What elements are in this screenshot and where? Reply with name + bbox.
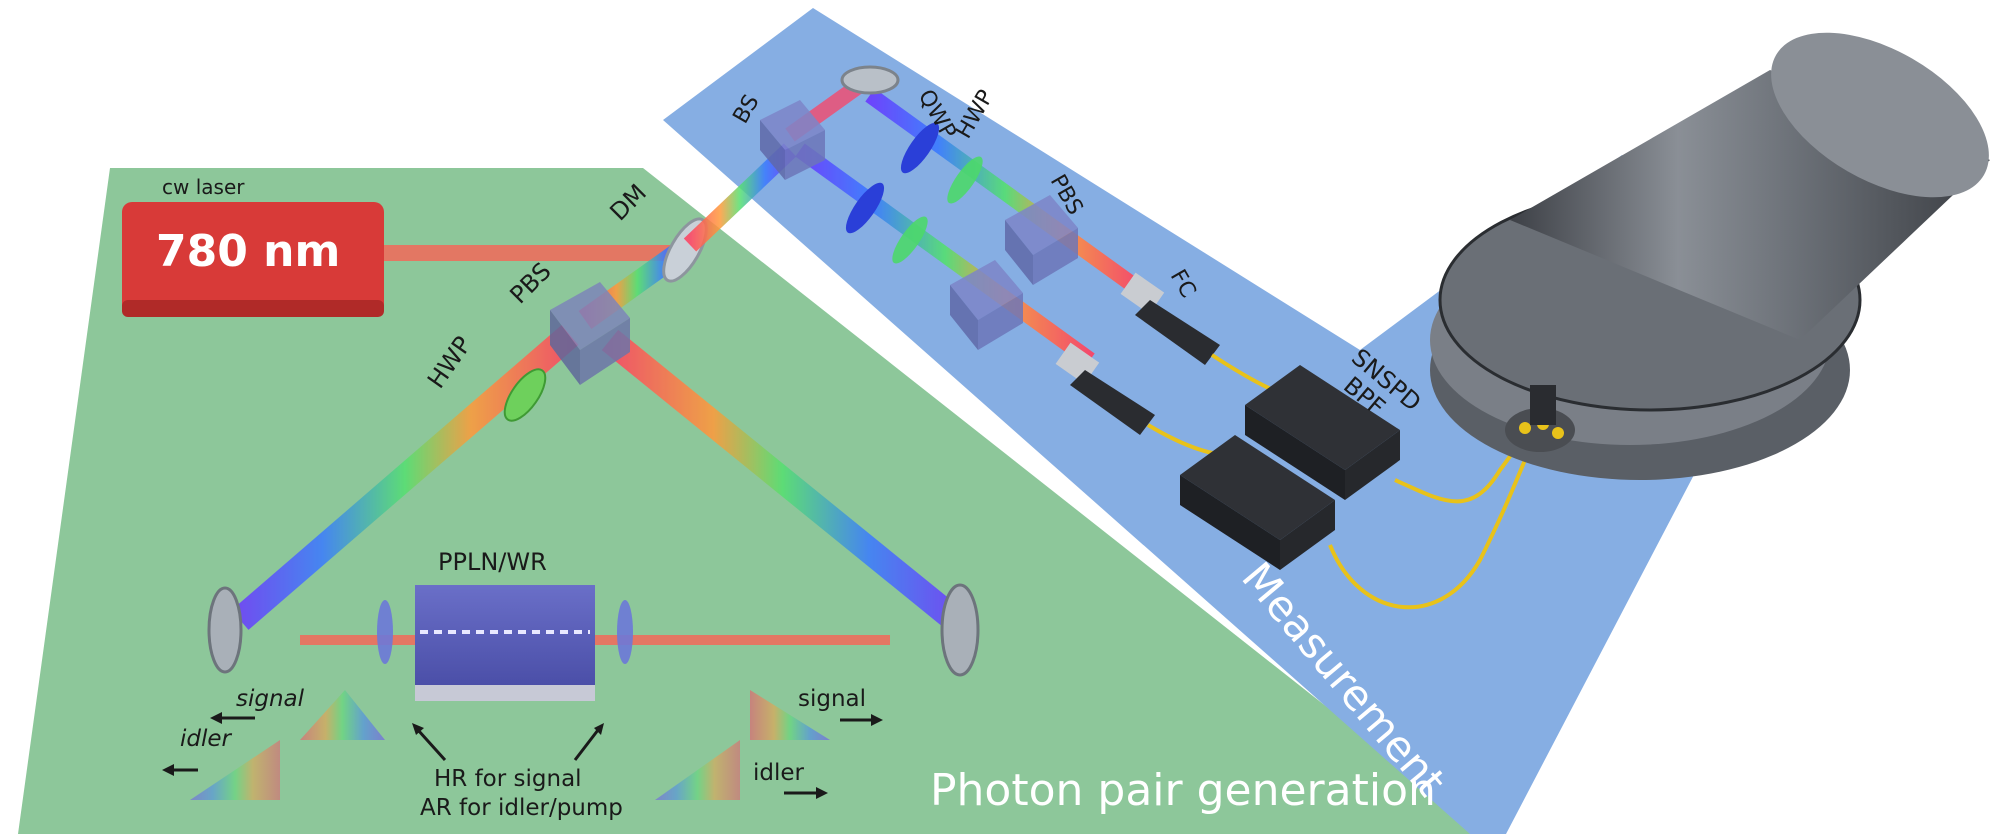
snspd-cryostat — [1430, 32, 1990, 480]
signal-left-arrowhead — [210, 712, 222, 724]
pbs-cube-right-upper — [1005, 195, 1078, 285]
bpf-box-upper — [1245, 365, 1400, 500]
hr-arrowhead-right — [594, 723, 604, 735]
lens-right — [617, 600, 633, 664]
bpf-box-lower — [1180, 435, 1335, 570]
cw-laser-label: cw laser — [162, 175, 245, 199]
laser-wavelength: 780 nm — [156, 226, 340, 277]
pbs-cube-right-lower — [950, 260, 1023, 350]
signal-right-label: signal — [798, 686, 866, 712]
signal-spectrum-right — [750, 690, 830, 740]
mirror-right — [940, 583, 980, 677]
laser — [122, 202, 384, 317]
pbs-cube-left — [550, 282, 630, 385]
qwp-upper — [900, 122, 940, 174]
ppln-crystal — [415, 585, 595, 701]
generation-section-title: Photon pair generation — [930, 765, 1436, 816]
lens-left — [377, 600, 393, 664]
hwp-left — [503, 368, 547, 422]
fiber-coupler-upper — [1120, 272, 1220, 365]
fiber-coupler-lower — [1055, 342, 1155, 435]
generation-panel — [18, 168, 1488, 834]
fiber-feedthrough — [1505, 385, 1575, 452]
idler-right-label: idler — [753, 760, 805, 786]
qwp-lower — [845, 182, 885, 234]
bs-cube — [760, 100, 825, 180]
signal-left-label: signal — [236, 686, 305, 712]
mirror-left — [207, 586, 243, 674]
signal-spectrum-left — [300, 690, 385, 740]
idler-right-arrowhead — [816, 787, 828, 799]
ar-note: AR for idler/pump — [420, 795, 623, 821]
idler-spectrum-right — [655, 740, 740, 800]
idler-spectrum-left — [190, 740, 280, 800]
hr-arrowhead-left — [412, 723, 424, 735]
hwp-right-upper — [947, 156, 983, 204]
idler-left-arrowhead — [162, 764, 174, 776]
hr-arrow-left — [416, 728, 447, 762]
mirror-top — [840, 65, 900, 95]
hwp-right-lower — [892, 216, 928, 264]
signal-right-arrowhead — [871, 714, 883, 726]
measurement-panel — [663, 8, 1775, 834]
hr-note: HR for signal — [434, 766, 582, 792]
idler-left-label: idler — [180, 726, 233, 752]
ppln-label: PPLN/WR — [438, 548, 547, 576]
hr-arrow-right — [573, 729, 600, 761]
